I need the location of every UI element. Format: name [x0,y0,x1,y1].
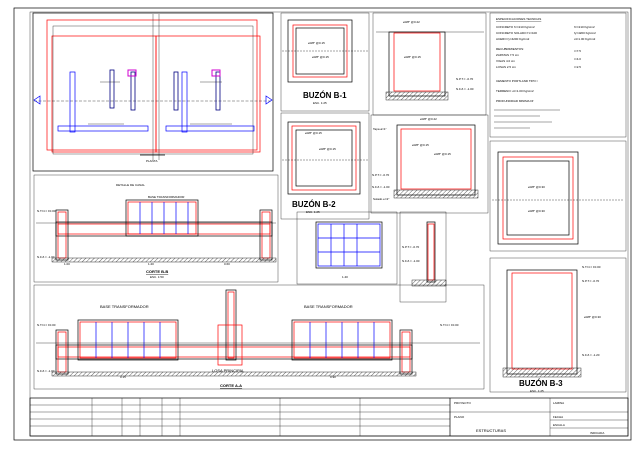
note-line-5: VIGAS 4.0 cm [496,59,516,63]
title-block: PROYECTO PLANO ESTRUCTURAS LAMINA FECHA … [29,397,629,437]
bb-dim-0: 1.00 [64,262,70,266]
buzon-b1-section: ø3/8" @0.22 ø3/8" @0.15 N.P.T.= -0.70 N.… [372,12,487,116]
col-npt: N.P.T.= -0.70 [402,245,420,249]
b1-title: BUZÓN B-1 [303,91,347,100]
note-line-9: PROFUNDIDAD MINIMA Df [496,99,534,103]
note-right-0: f'c=210 Kg/cm2 [574,25,595,29]
b2r-nfz: N.F.Z.= -1.00 [372,185,390,189]
bb-npt: N.T.N.= ±0.00 [37,209,56,213]
buzon-b1-plan: ø3/8" @0.15 ø3/8" @0.15 BUZÓN B-1 ESC. 1… [280,12,370,112]
b1-bar-a: ø3/8" @0.15 [308,41,325,45]
mid-section: 1.40 [296,211,398,285]
b2r-npt: N.P.T.= -0.70 [372,173,390,177]
buzon-b3-plan: ø3/8" @0.30 ø3/8" @0.30 [489,140,627,252]
note-line-0: CONCRETO f'c=210 Kg/cm2 [496,25,535,29]
buzon-b2-section: ø3/8" @0.22 ø3/8" @0.15 ø3/8" @0.15 Tapa… [370,114,489,214]
b1r-bar-b: ø3/8" @0.15 [404,55,421,59]
aa-dim-1: 0.90 [330,375,336,379]
note-line-8: TERRENO: σt=1.00 Kg/cm2 [496,89,534,93]
b3-title: BUZÓN B-3 [519,379,563,388]
mid-dim: 1.40 [342,275,348,279]
buzon-b2-plan: ø3/8" @0.15 ø3/8" @0.15 BUZÓN B-2 ESC. 1… [280,112,370,220]
plan-label: PLANTA [146,159,157,163]
tb-project-label: PROYECTO [454,401,471,405]
aa-title: CORTE A-A [220,383,242,388]
b1r-nfz: N.F.Z.= -1.00 [456,87,474,91]
b3-bar-b: ø3/8" @0.30 [528,209,545,213]
b2-bar-a: ø3/8" @0.15 [305,131,322,135]
b1-scale: ESC. 1:25 [313,101,327,105]
tb-plan-label: PLANO [454,415,465,419]
bb-title: CORTE B-B [146,269,168,274]
note-line-6: LOSAS 2.5 cm [496,65,516,69]
tb-scale-label: ESCALA [553,423,565,427]
b2r-solado: Solado e=2" [373,197,389,201]
tb-sheet-label: LAMINA [553,401,564,405]
aa-losa-label: LOSA PRINCIPAL [212,368,245,373]
b3r-bar: ø3/8" @0.30 [584,315,601,319]
note-right-1: fy=4200 Kg/cm2 [574,31,596,35]
b2-title: BUZÓN B-2 [292,200,336,209]
bb-base-label: BASE TRANSFORMADOR [148,195,185,199]
tb-scale-value: INDICADA [590,431,604,435]
aa-npt-r: N.T.N.= ±0.00 [440,323,459,327]
b3-scale: ESC. 1:25 [530,389,544,393]
b2r-bar-a: ø3/8" @0.22 [420,117,437,121]
aa-npt: N.T.N.= ±0.00 [37,323,56,327]
column-detail: N.P.T.= -0.70 N.F.Z.= -1.00 [399,211,447,303]
notes-title: ESPECIFICACIONES TECNICAS [496,17,541,21]
tb-sheet-name: ESTRUCTURAS [476,428,506,433]
b3r-npt: N.T.N.= ±0.00 [582,265,601,269]
bb-nfz: N.F.Z.= -1.00 [37,255,55,259]
aa-base-right: BASE TRANSFORMADOR [304,304,353,309]
technical-notes: ESPECIFICACIONES TECNICAS CONCRETO f'c=2… [489,12,627,138]
b1r-bar-a: ø3/8" @0.22 [403,20,420,24]
b3r-nfz2: N.F.Z.= -1.20 [582,353,600,357]
note-line-3: RECUBRIMIENTOS: [496,47,524,51]
bb-dim-1: 1.20 [148,262,154,266]
b2-bar-b: ø3/8" @0.15 [319,147,336,151]
note-line-4: ZAPATAS 7.5 cm [496,53,519,57]
note-line-2: ACERO fy=4200 Kg/cm2 [496,37,530,41]
note-right-3: r=7.5 [574,49,581,53]
tb-date-label: FECHA [553,415,563,419]
buzon-b3-section: N.T.N.= ±0.00 N.P.T.= -0.70 ø3/8" @0.30 … [489,257,627,393]
aa-dim-0: 0.15 [120,375,126,379]
aa-base-left: BASE TRANSFORMADOR [100,304,149,309]
note-right-4: r=4.0 [574,57,581,61]
sheet-border [13,7,632,441]
b2r-bar-c: ø3/8" @0.15 [434,152,451,156]
b2r-bar-b: ø3/8" @0.15 [412,143,429,147]
section-aa: BASE TRANSFORMADOR BASE TRANSFORMADOR LO… [33,284,485,390]
section-bb: DETALLE DE CANAL BASE TRANSFORMADOR 1.00… [33,174,279,283]
note-line-1: CONCRETO SOLADO f'c=100 [496,31,537,35]
col-nfz: N.F.Z.= -1.00 [402,259,420,263]
b3-bar-a: ø3/8" @0.30 [528,185,545,189]
plan-view: PLANTA [32,12,274,172]
bb-dim-2: 0.60 [224,262,230,266]
b1r-npt: N.P.T.= -0.70 [456,77,474,81]
bb-scale: ESC. 1:50 [150,275,164,279]
note-line-7: CEMENTO PORTLAND TIPO I [496,79,538,83]
note-right-2: σt=1.00 Kg/cm2 [574,37,596,41]
bb-detail-label: DETALLE DE CANAL [116,183,145,187]
b3r-nfz: N.P.T.= -0.70 [582,279,600,283]
note-right-5: r=2.5 [574,65,581,69]
aa-nfz: N.F.Z.= -1.00 [37,369,55,373]
b2r-tapa: Tapa ø=1" [373,127,387,131]
b1-bar-b: ø3/8" @0.15 [312,55,329,59]
